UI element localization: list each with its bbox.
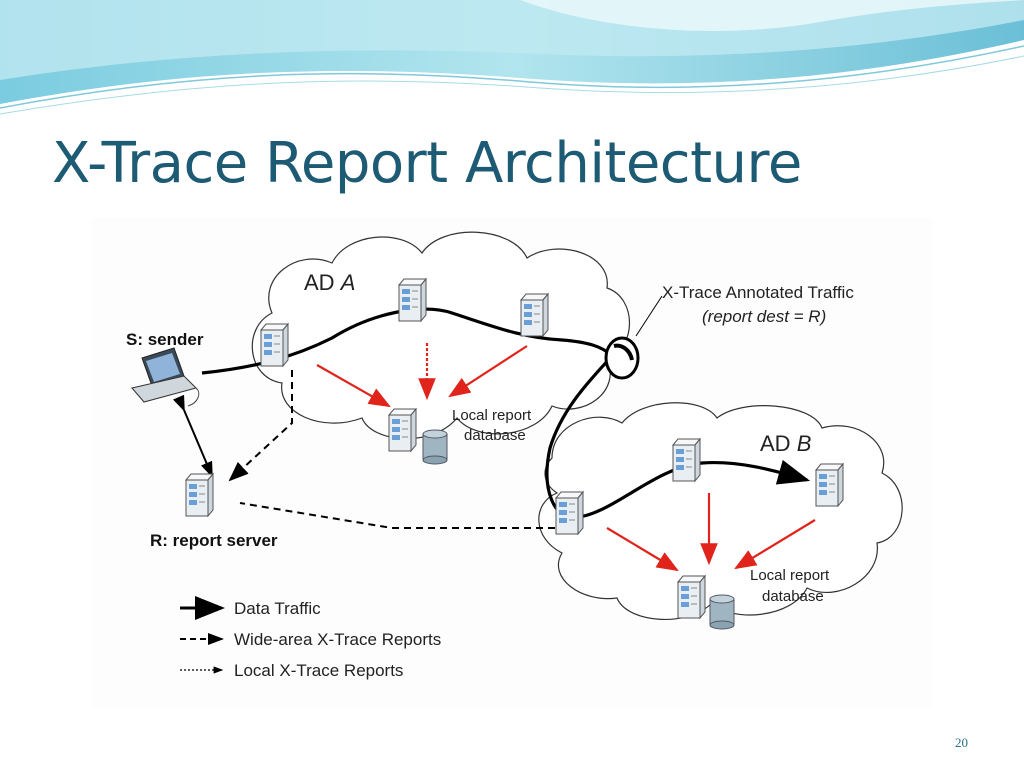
sender-report-link — [173, 394, 213, 478]
wide-area-report-path-a — [228, 370, 293, 482]
annotated-traffic-line2: (report dest = R) — [702, 307, 826, 326]
legend: Data Traffic Wide-area X-Trace Reports L… — [180, 596, 441, 680]
legend-local-reports-label: Local X-Trace Reports — [234, 661, 403, 680]
local-report-arrow — [734, 519, 816, 570]
local-db-a-line1: Local report — [452, 407, 532, 424]
legend-wide-area-label: Wide-area X-Trace Reports — [234, 630, 441, 649]
local-report-arrow — [316, 364, 391, 408]
database-icon — [422, 429, 448, 465]
server-icon — [398, 278, 427, 322]
local-db-a-line2: database — [464, 427, 526, 444]
domain-a-label: AD A — [304, 270, 355, 295]
server-icon — [260, 323, 289, 367]
legend-data-traffic-label: Data Traffic — [234, 599, 321, 618]
page-number: 20 — [955, 735, 968, 750]
laptop-icon — [131, 347, 200, 407]
magnifier-icon — [604, 295, 663, 380]
cloud-ad-b — [538, 402, 903, 620]
local-report-arrow — [448, 345, 528, 398]
header-wave-decoration — [0, 0, 1024, 115]
architecture-diagram-panel: AD A AD B S: sender R: report server X-T… — [92, 218, 932, 708]
server-icon — [520, 293, 549, 337]
local-db-b-line2: database — [762, 588, 824, 605]
local-db-b-line1: Local report — [750, 567, 830, 584]
report-server-label: R: report server — [150, 531, 278, 550]
domain-b-label: AD B — [760, 431, 811, 456]
wide-area-report-path-b — [239, 502, 567, 529]
database-icon — [709, 594, 735, 630]
cloud-ad-a — [251, 231, 630, 440]
server-icon — [677, 575, 706, 619]
annotated-traffic-line1: X-Trace Annotated Traffic — [662, 283, 854, 302]
local-report-arrow — [606, 527, 679, 572]
architecture-diagram: AD A AD B S: sender R: report server X-T… — [126, 231, 903, 680]
server-icon — [555, 491, 584, 535]
slide-title: X-Trace Report Architecture — [52, 131, 802, 196]
server-icon — [815, 463, 844, 507]
report-server-icon — [185, 473, 214, 517]
server-icon — [388, 408, 417, 452]
server-icon — [672, 438, 701, 482]
sender-label: S: sender — [126, 330, 204, 349]
